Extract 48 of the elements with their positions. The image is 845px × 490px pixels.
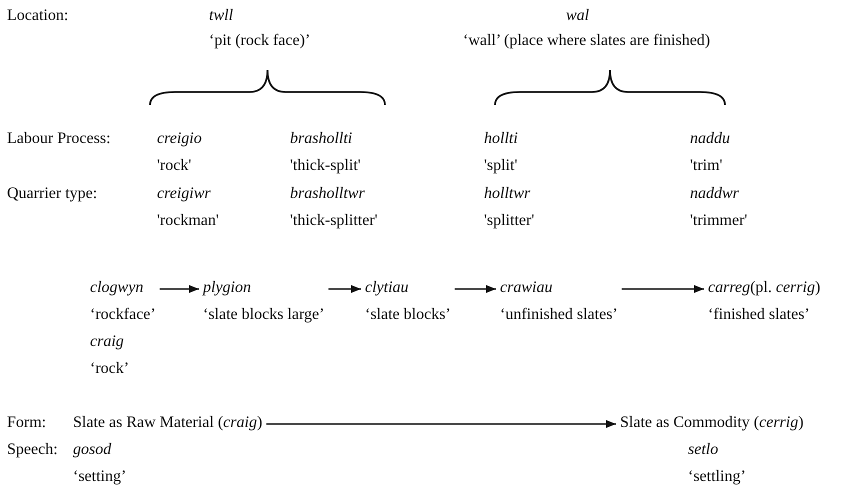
gloss-text: ‘wall’ (place where slates are finished) — [463, 31, 710, 51]
gloss-text: 'rock' — [157, 156, 192, 176]
gloss-text: ‘rock’ — [90, 359, 130, 379]
arrow — [328, 285, 361, 293]
row-heading: Quarrier type: — [7, 184, 98, 204]
gloss-text: 'split' — [484, 156, 518, 176]
arrow — [160, 285, 199, 293]
arrow — [454, 285, 496, 293]
gloss-text: ‘unfinished slates’ — [500, 305, 618, 325]
gloss-text: 'trim' — [690, 156, 722, 176]
welsh-term: naddu — [690, 129, 730, 149]
welsh-term: creigiwr — [157, 184, 211, 204]
welsh-term: wal — [566, 6, 590, 26]
arrow — [622, 285, 704, 293]
gloss-text: 'thick-split' — [290, 156, 361, 176]
gloss-text: ‘slate blocks large’ — [203, 305, 324, 325]
stage-text: Slate as Raw Material (craig) — [73, 413, 262, 433]
welsh-term: craig — [90, 332, 124, 352]
welsh-term: plygion — [203, 278, 251, 298]
welsh-term: naddwr — [690, 184, 739, 204]
gloss-text: ‘slate blocks’ — [365, 305, 451, 325]
row-heading: Labour Process: — [7, 129, 111, 149]
gloss-text: ‘rockface’ — [90, 305, 156, 325]
welsh-term: gosod — [73, 440, 112, 460]
arrow — [266, 420, 616, 428]
row-heading: Speech: — [7, 440, 58, 460]
gloss-text: ‘finished slates’ — [708, 305, 810, 325]
welsh-term: twll — [209, 6, 234, 26]
welsh-term: holltwr — [484, 184, 530, 204]
welsh-term: setlo — [688, 440, 718, 460]
welsh-term: brashollti — [290, 129, 352, 149]
gloss-text: 'splitter' — [484, 211, 534, 231]
welsh-term: brasholltwr — [290, 184, 365, 204]
gloss-text: 'trimmer' — [690, 211, 748, 231]
gloss-text: ‘setting’ — [73, 467, 126, 487]
gloss-text: 'rockman' — [157, 211, 219, 231]
gloss-text: ‘settling’ — [688, 467, 746, 487]
row-heading: Form: — [7, 413, 46, 433]
gloss-text: ‘pit (rock face)’ — [209, 31, 310, 51]
welsh-term: clytiau — [365, 278, 409, 298]
welsh-term: crawiau — [500, 278, 552, 298]
stage-text: Slate as Commodity (cerrig) — [620, 413, 804, 433]
welsh-term: clogwyn — [90, 278, 144, 298]
row-heading: Location: — [7, 6, 68, 26]
welsh-term: hollti — [484, 129, 518, 149]
gloss-text: carreg(pl. cerrig) — [708, 278, 820, 298]
gloss-text: 'thick-splitter' — [290, 211, 378, 231]
welsh-term: creigio — [157, 129, 202, 149]
